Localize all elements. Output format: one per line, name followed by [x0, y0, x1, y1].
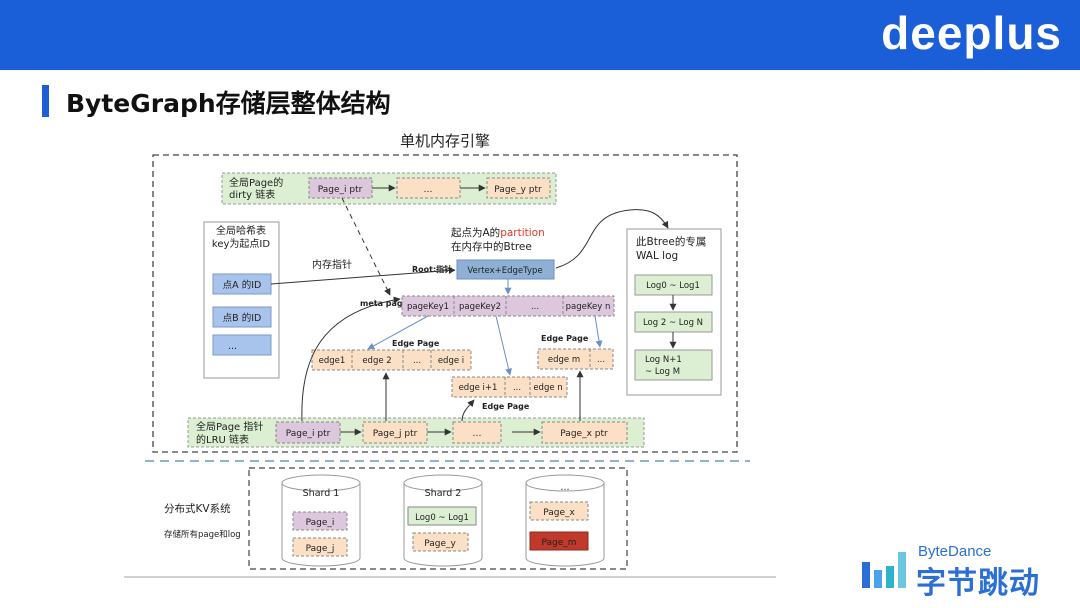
slide-title: ByteGraph存储层整体结构 — [66, 89, 391, 118]
edge-cell-label: edge n — [533, 383, 562, 393]
memory-engine-box — [152, 154, 738, 453]
engine-label: 单机内存引擎 — [400, 132, 490, 150]
hash-entry — [212, 334, 272, 356]
hash-entry-label: 点B 的ID — [223, 312, 262, 324]
meta-page-label: meta page — [360, 299, 409, 308]
shard-item-label: Log0 ~ Log1 — [415, 513, 469, 523]
shard-cylinder-top — [403, 474, 483, 492]
lru-label-1: 全局Page 指针 — [196, 420, 263, 433]
hash-entry-label: ... — [228, 341, 237, 352]
bytedance-logo-en: ByteDance — [918, 543, 992, 560]
dirty-cell-label: Page_y ptr — [494, 185, 542, 195]
wal-label-2: WAL log — [636, 250, 678, 262]
shard-title: ... — [560, 482, 569, 493]
edge-page-label: Edge Page — [482, 402, 530, 411]
shard-title: Shard 2 — [425, 488, 462, 499]
edge-page-label: Edge Page — [392, 339, 440, 348]
shard-item — [529, 501, 589, 521]
wal-entry-label: Log 2 ~ Log N — [643, 318, 703, 328]
shard-item — [292, 511, 348, 531]
shard-cylinder-top — [525, 474, 605, 492]
wal-entry-label: Log0 ~ Log1 — [646, 281, 700, 291]
lru-to-edge-arrow — [461, 399, 475, 422]
meta-to-edge-arrow — [495, 315, 512, 376]
memory-pointer-arrow — [270, 266, 456, 285]
edge-page-3 — [451, 376, 568, 398]
bytedance-logo-icon — [862, 552, 906, 588]
shard-item — [412, 532, 469, 552]
dirty-list-label-1: 全局Page的 — [229, 176, 283, 189]
dirty-cell-label: Page_i ptr — [318, 185, 363, 195]
hash-table-label-2: key为起点ID — [212, 238, 270, 250]
edge-page-label: Edge Page — [541, 334, 589, 343]
shard-item-label: Page_j — [306, 544, 335, 554]
lru-cell-label: Page_x ptr — [560, 429, 608, 439]
meta-cell-label: pageKey n — [566, 302, 611, 312]
dirty-cell — [486, 177, 551, 199]
root-label: Root:指针 — [412, 264, 452, 274]
shard-item-label: Page_x — [543, 508, 575, 518]
lru-cell-label: Page_i ptr — [286, 429, 331, 439]
edge-cell-label: ... — [597, 355, 605, 365]
lru-cell — [362, 421, 428, 444]
meta-cell-label: pageKey2 — [459, 302, 501, 312]
dirty-cell-label: … — [424, 185, 433, 195]
hash-entry — [212, 306, 272, 328]
root-node-label: Vertex+EdgeType — [467, 266, 542, 276]
edge-page-2 — [537, 348, 614, 370]
kv-label-2: 存储所有page和log — [164, 529, 241, 540]
meta-to-edge-arrow — [594, 315, 603, 348]
edge-cell-label: ... — [513, 383, 521, 393]
edge-cell-label: edge m — [548, 355, 580, 365]
shard-item-label: Page_i — [306, 518, 335, 528]
shard-item-label: Page_y — [424, 539, 456, 549]
root-to-wal-arrow — [555, 209, 669, 269]
shard-item — [529, 531, 589, 551]
lru-cell — [452, 421, 502, 444]
deeplus-logo: deeplus — [881, 7, 1062, 59]
wal-entry — [634, 349, 713, 381]
edge-cell-label: ... — [413, 356, 421, 366]
lru-cell — [541, 421, 628, 444]
bytedance-logo-cn: 字节跳动 — [916, 566, 1040, 601]
lru-cell-label: Page_j ptr — [373, 429, 418, 439]
kv-label-1: 分布式KV系统 — [164, 502, 231, 515]
lru-to-meta-arrow — [301, 296, 401, 422]
meta-cell-label: ... — [531, 302, 539, 312]
shard-item-label: Page_m — [541, 538, 576, 548]
meta-to-edge-arrow — [367, 315, 429, 350]
header-bar: deeplus — [0, 0, 1080, 70]
shard-item — [292, 537, 348, 557]
hash-table-label-1: 全局哈希表 — [216, 224, 266, 237]
edge-cell-label: edge 2 — [362, 356, 391, 366]
hash-entry-label: 点A 的ID — [223, 279, 262, 291]
wal-entry-label: Log N+1 — [645, 355, 682, 365]
meta-page-box — [401, 295, 615, 317]
shard-item — [407, 506, 477, 526]
edge-cell-label: edge i+1 — [459, 383, 498, 393]
wal-entry-label: ~ Log M — [645, 367, 680, 377]
shard-cylinder — [525, 483, 605, 567]
meta-cell-label: pageKey1 — [407, 302, 449, 312]
shard-cylinder-top — [281, 474, 361, 492]
lru-cell — [275, 421, 341, 444]
edge-cell-label: edge i — [438, 356, 464, 366]
edge-cell-label: edge1 — [319, 356, 346, 366]
lru-label-2: 的LRU 链表 — [196, 433, 249, 446]
dirty-list-label-2: dirty 链表 — [229, 188, 275, 201]
dirty-to-meta-arrow — [341, 197, 391, 296]
partition-label-1: 起点为A的partition — [451, 226, 545, 239]
title-accent-bar — [42, 85, 49, 117]
lru-cell-label: … — [473, 429, 482, 439]
wal-label-1: 此Btree的专属 — [636, 235, 706, 248]
shard-title: Shard 1 — [303, 488, 340, 499]
memory-pointer-label: 内存指针 — [312, 258, 352, 271]
root-node — [456, 259, 555, 280]
partition-label-2: 在内存中的Btree — [451, 240, 532, 253]
